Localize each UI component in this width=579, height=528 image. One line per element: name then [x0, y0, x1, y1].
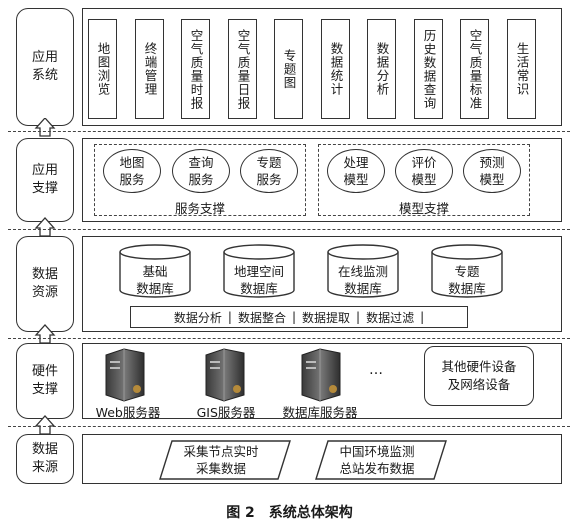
evaluation-model: 评价 模型 — [395, 149, 453, 193]
layer-label-app-support: 应用 支撑 — [16, 138, 74, 222]
layer-separator — [8, 338, 570, 339]
op-divider: | — [356, 310, 361, 324]
app-history-query: 历史数据查询 — [414, 19, 443, 119]
app-thematic-map: 专题图 — [274, 19, 303, 119]
layer-label-app-system: 应用 系统 — [16, 8, 74, 126]
arrow-up-icon — [34, 324, 56, 344]
source-collection-node: 采集节点实时 采集数据 — [183, 444, 259, 476]
layer-label-hardware: 硬件 支撑 — [16, 343, 74, 419]
server-icon — [205, 348, 245, 402]
layer-separator — [8, 426, 570, 427]
source-cnemc: 中国环境监测 总站发布数据 — [339, 444, 415, 476]
figure-caption: 图 2 系统总体架构 — [226, 505, 353, 521]
layer-separator — [8, 229, 570, 230]
server-icons — [105, 348, 341, 402]
ellipsis: … — [369, 362, 383, 378]
app-map-browse: 地图浏览 — [88, 19, 117, 119]
gis-server-label: GIS服务器 — [196, 405, 256, 420]
arrow-up-icon — [34, 118, 56, 137]
arrow-up-icon — [34, 415, 56, 435]
app-air-hourly: 空气质量时报 — [181, 19, 210, 119]
db-thematic: 专题 数据库 — [448, 264, 486, 296]
thematic-service: 专题 服务 — [240, 149, 298, 193]
processing-model: 处理 模型 — [327, 149, 385, 193]
op-integration: 数据整合 — [237, 310, 286, 325]
layer-separator — [8, 131, 570, 132]
op-filter: 数据过滤 — [366, 310, 415, 325]
parallelogram-shape — [159, 440, 291, 480]
op-divider: | — [227, 310, 232, 324]
layer-label-data-resource: 数据 资源 — [16, 236, 74, 332]
prediction-model: 预测 模型 — [463, 149, 521, 193]
database-icon — [223, 244, 295, 298]
app-air-standard: 空气质量标准 — [460, 19, 489, 119]
app-data-statistics: 数据统计 — [321, 19, 350, 119]
op-divider: | — [420, 310, 425, 324]
server-icon — [301, 348, 341, 402]
database-icon — [431, 244, 503, 298]
database-icon — [119, 244, 191, 298]
app-terminal-manage: 终端管理 — [135, 19, 164, 119]
app-life-knowledge: 生活常识 — [507, 19, 536, 119]
service-support-group — [94, 144, 306, 216]
web-server-label: Web服务器 — [95, 405, 161, 420]
layer-arrows — [34, 118, 56, 435]
model-support-caption: 模型支撑 — [398, 201, 449, 216]
db-basic: 基础 数据库 — [136, 264, 174, 296]
db-online-monitoring: 在线监测 数据库 — [337, 264, 388, 296]
db-geospatial: 地理空间 数据库 — [233, 264, 284, 296]
data-source-shapes — [159, 440, 447, 480]
map-service: 地图 服务 — [103, 149, 161, 193]
app-data-analysis: 数据分析 — [367, 19, 396, 119]
model-support-group — [318, 144, 530, 216]
op-extraction: 数据提取 — [302, 310, 351, 325]
db-server-label: 数据库服务器 — [282, 405, 358, 420]
arrow-up-icon — [34, 217, 56, 237]
database-icon — [327, 244, 399, 298]
query-service: 查询 服务 — [172, 149, 230, 193]
op-analysis: 数据分析 — [173, 310, 222, 325]
other-hardware-box: 其他硬件设备 及网络设备 — [424, 346, 534, 406]
op-divider: | — [291, 310, 296, 324]
database-cylinders — [119, 244, 503, 298]
app-air-daily: 空气质量日报 — [228, 19, 257, 119]
service-support-caption: 服务支撑 — [174, 201, 225, 216]
data-operations-bar: 数据分析 | 数据整合 | 数据提取 | 数据过滤 | — [130, 306, 468, 328]
parallelogram-shape — [315, 440, 447, 480]
server-icon — [105, 348, 145, 402]
